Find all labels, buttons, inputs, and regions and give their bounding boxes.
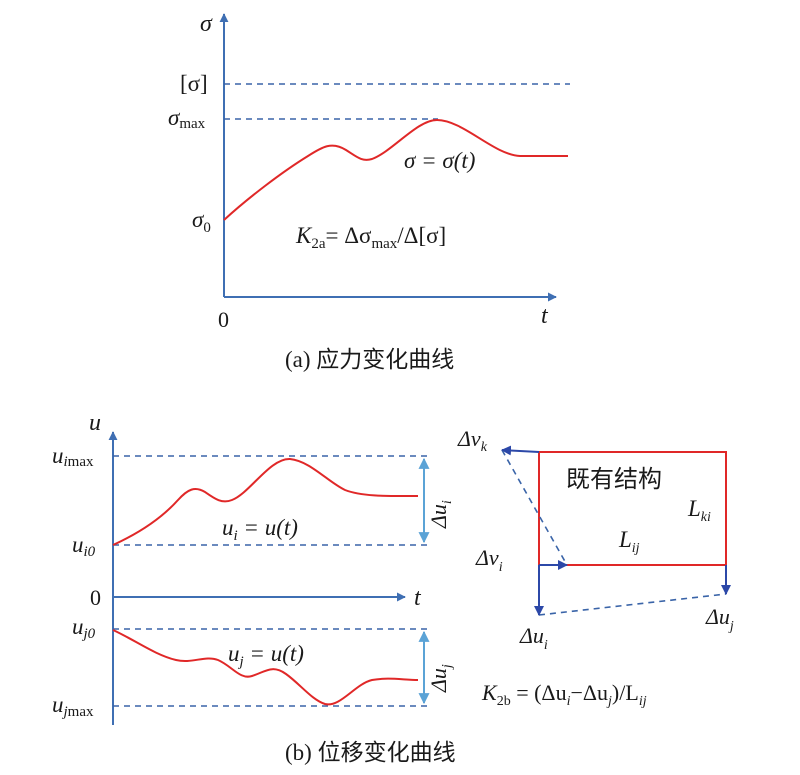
panel-b-formula: K2b = (Δui−Δuj)/Lij xyxy=(481,680,647,709)
panel-a-initial-stress-label: σ0 xyxy=(192,207,211,236)
panel-b: Δui Δuj u t 0 uimax ui0 uj0 ujmax ui = u… xyxy=(52,410,734,765)
label-delta-vk: Δvk xyxy=(457,426,488,455)
label-delta-vi: Δvi xyxy=(475,545,503,575)
deformed-left-edge xyxy=(501,449,568,566)
panel-a-max-stress-label: σmax xyxy=(168,105,206,132)
panel-b-caption: (b) 位移变化曲线 xyxy=(285,740,456,765)
panel-a: σ t 0 [σ] σmax σ0 σ = σ(t) K2a= Δσmax/Δ[… xyxy=(168,11,570,372)
label-L-ki: Lki xyxy=(687,496,711,525)
panel-b-u-jmax-label: ujmax xyxy=(52,692,94,720)
deformed-bottom-edge xyxy=(538,593,727,616)
structure-sketch: 既有结构 Lij Lki Δvk Δvi Δui Δuj xyxy=(457,426,734,653)
panel-b-curve-j xyxy=(112,629,419,706)
panel-b-delta-uj-label: Δuj xyxy=(426,664,455,693)
panel-a-curve-label: σ = σ(t) xyxy=(404,148,475,173)
panel-a-caption: (a) 应力变化曲线 xyxy=(285,347,454,372)
panel-b-origin-label: 0 xyxy=(90,585,101,610)
panel-a-y-axis-label: σ xyxy=(200,11,213,37)
panel-b-u-i0-label: ui0 xyxy=(72,532,96,560)
label-delta-uj: Δuj xyxy=(705,604,734,634)
panel-a-x-axis-label: t xyxy=(541,303,549,329)
label-L-ij: Lij xyxy=(618,527,640,556)
structure-title: 既有结构 xyxy=(566,466,662,493)
panel-a-origin-label: 0 xyxy=(218,307,229,332)
panel-b-y-axis-label: u xyxy=(89,410,101,436)
existing-structure-rect xyxy=(538,451,727,566)
label-delta-ui: Δui xyxy=(519,623,548,653)
panel-b-curve-j-label: uj = u(t) xyxy=(228,641,304,670)
panel-b-u-j0-label: uj0 xyxy=(72,614,96,642)
panel-a-formula: K2a= Δσmax/Δ[σ] xyxy=(295,223,446,252)
panel-b-delta-ui-label: Δui xyxy=(426,500,455,529)
panel-a-allowable-stress-label: [σ] xyxy=(180,71,208,96)
arrow-delta-vk xyxy=(501,445,540,456)
panel-a-stress-curve xyxy=(223,118,568,221)
panel-b-curve-i-label: ui = u(t) xyxy=(222,515,298,544)
panel-b-u-imax-label: uimax xyxy=(52,443,94,470)
panel-b-x-axis-label: t xyxy=(414,585,422,611)
panel-b-curve-i xyxy=(112,457,419,546)
